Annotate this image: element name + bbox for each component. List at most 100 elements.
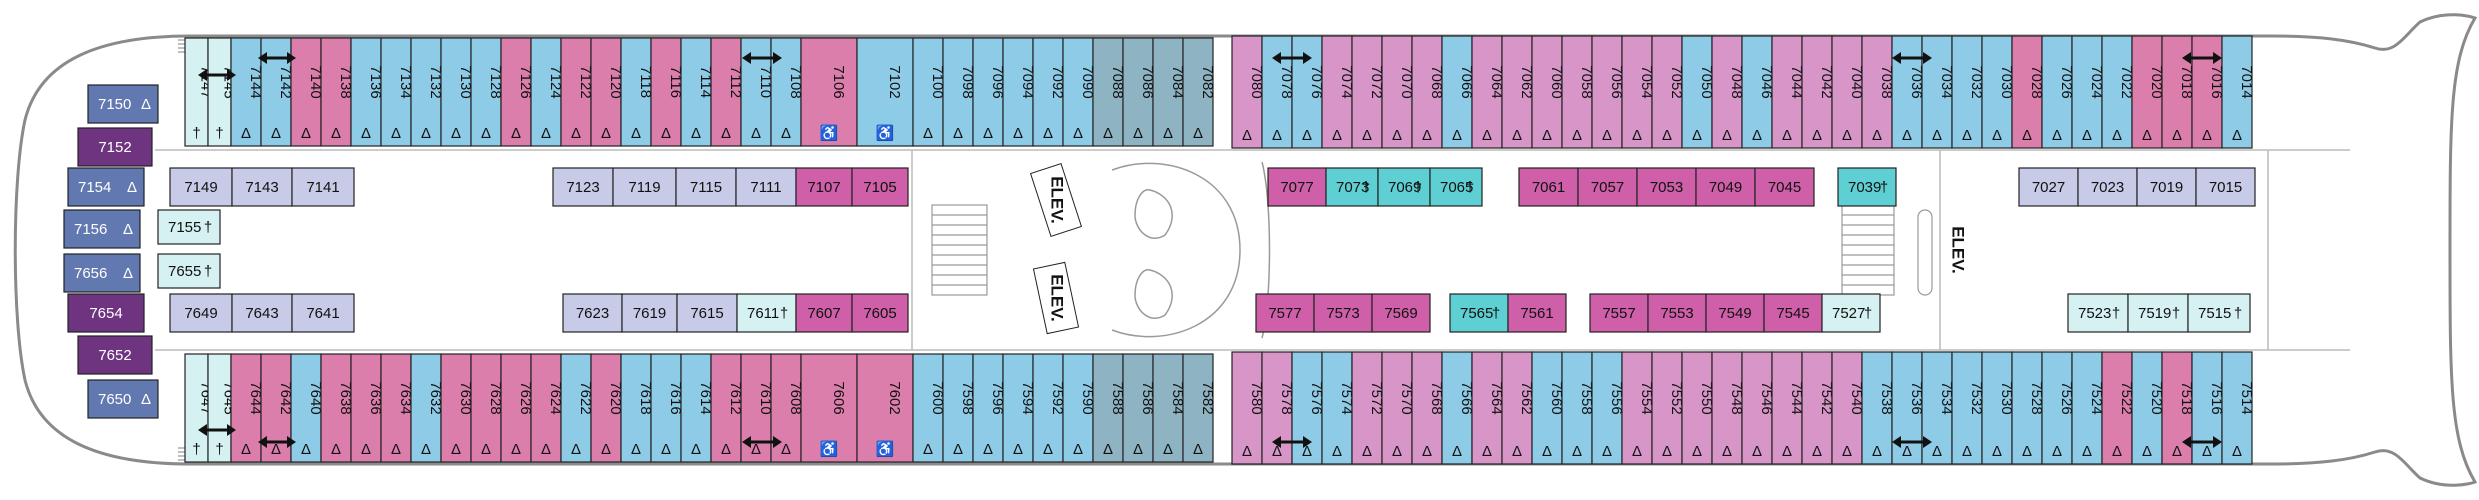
cabin-7143[interactable]: 7143 [231, 167, 293, 207]
cabin-7619[interactable]: 7619 [621, 293, 678, 333]
cabin-7569[interactable]: 7569 [1371, 293, 1431, 333]
cabin-7057[interactable]: 7057 [1577, 167, 1638, 207]
cabin-7061[interactable]: 7061 [1518, 167, 1579, 207]
cabin-7073[interactable]: 7073† [1325, 167, 1379, 207]
cabin-7102[interactable]: 7102♿ [856, 37, 914, 147]
cabin-7607[interactable]: 7607 [795, 293, 853, 333]
cabin-7023[interactable]: 7023 [2077, 167, 2138, 207]
cabin-7155[interactable]: 7155† [157, 209, 221, 245]
cabin-7649[interactable]: 7649 [169, 293, 233, 333]
cabin-7611[interactable]: 7611† [736, 293, 797, 333]
cabin-7605[interactable]: 7605 [851, 293, 909, 333]
cabin-7045[interactable]: 7045 [1754, 167, 1815, 207]
cabin-7019[interactable]: 7019 [2136, 167, 2197, 207]
cabin-7654[interactable]: 7654 [67, 293, 145, 333]
cabin-7069[interactable]: 7069† [1377, 167, 1431, 207]
cabin-7561[interactable]: 7561 [1507, 293, 1567, 333]
cabin-7557[interactable]: 7557 [1589, 293, 1649, 333]
cabin-7641[interactable]: 7641 [291, 293, 355, 333]
cabin-7149[interactable]: 7149 [169, 167, 233, 207]
cabin-7606[interactable]: 7606♿ [800, 353, 858, 463]
cabin-7655[interactable]: 7655† [157, 253, 221, 289]
cabin-7615[interactable]: 7615 [676, 293, 738, 333]
